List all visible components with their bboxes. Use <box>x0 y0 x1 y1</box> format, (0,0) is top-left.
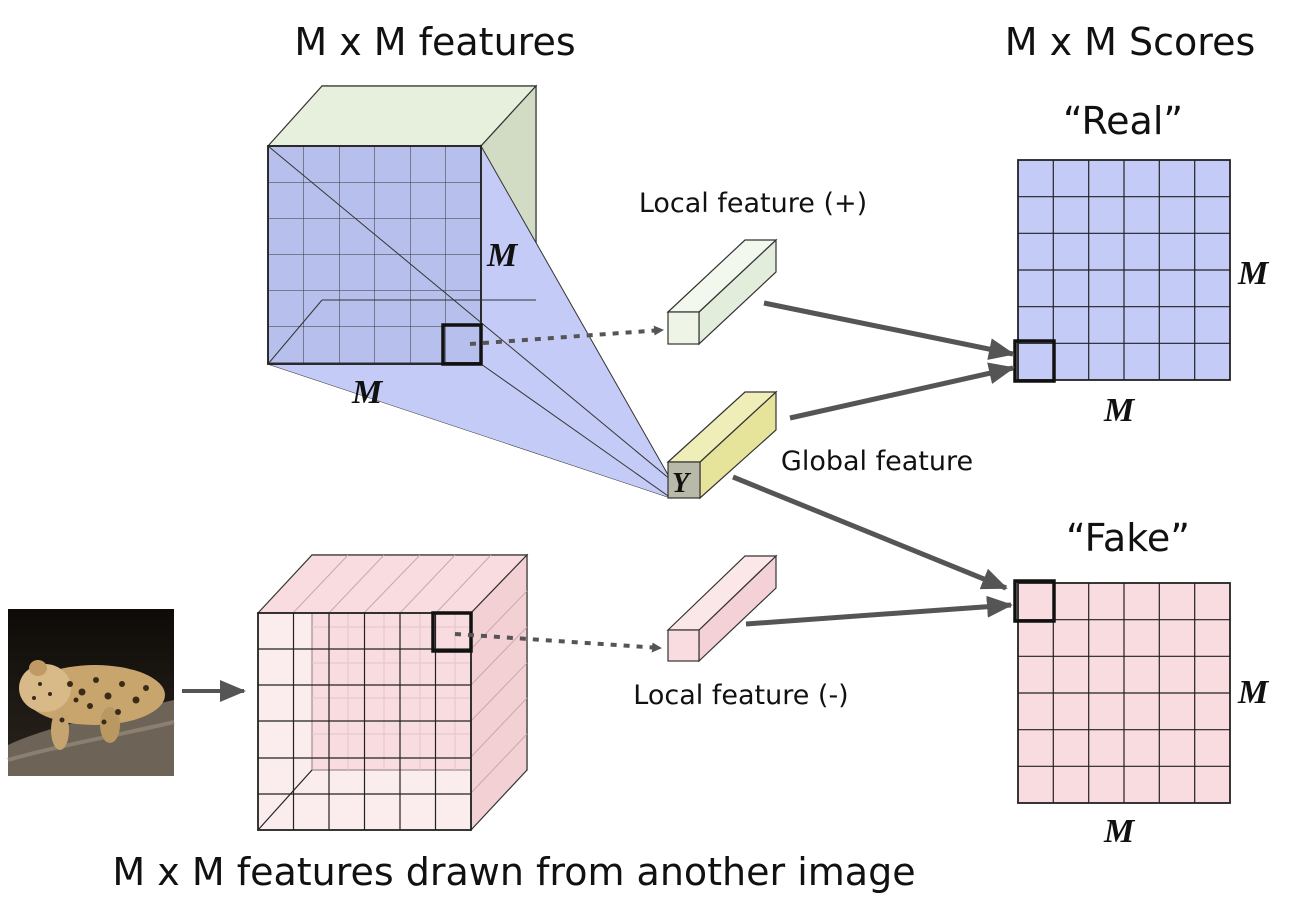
local-negative-dotted-arrow <box>454 632 662 653</box>
bottom-selected-cell <box>431 611 473 653</box>
real-label: “Real” <box>1063 99 1183 143</box>
real-score-grid: M M <box>1013 159 1270 429</box>
top-features-title: M x M features <box>294 20 575 64</box>
global-y-label: Y <box>672 468 692 499</box>
fake-score-grid: M M <box>1013 579 1270 850</box>
leopard-photo <box>7 609 175 776</box>
local-negative-label: Local feature (-) <box>633 680 848 711</box>
fake-selected-cell <box>1013 579 1056 623</box>
fake-grid-height-label: M <box>1237 674 1270 711</box>
real-grid-width-label: M <box>1103 392 1136 429</box>
global-to-fake-arrow <box>732 474 1008 591</box>
global-feature-bar: Y <box>666 390 778 500</box>
bottom-feature-cube <box>256 553 529 832</box>
top-feature-cube: M M <box>266 84 672 499</box>
global-feature-label: Global feature <box>781 446 973 477</box>
real-grid-height-label: M <box>1237 255 1270 292</box>
global-to-real-arrow <box>789 362 1015 421</box>
local-positive-label: Local feature (+) <box>639 188 867 219</box>
bottom-caption: M x M features drawn from another image <box>112 850 915 894</box>
top-selected-cell <box>441 323 483 366</box>
fake-label: “Fake” <box>1066 516 1190 560</box>
local-negative-bar <box>666 554 778 663</box>
local-negative-to-fake-arrow <box>745 595 1013 627</box>
top-cube-width-label: M <box>351 374 384 411</box>
real-selected-cell <box>1013 339 1056 383</box>
top-cube-depth-label: M <box>486 237 519 274</box>
top-scores-title: M x M Scores <box>1005 20 1256 64</box>
fake-grid-width-label: M <box>1103 813 1136 850</box>
local-positive-to-real-arrow <box>763 300 1015 360</box>
connector-arrows <box>182 300 1015 702</box>
local-positive-bar <box>666 238 778 346</box>
local-positive-dotted-arrow <box>469 325 664 346</box>
